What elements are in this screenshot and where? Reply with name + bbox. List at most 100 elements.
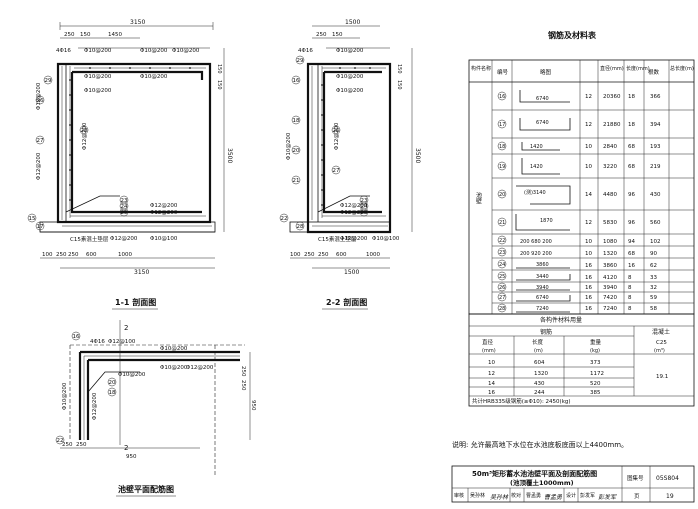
row-cnt: 8: [628, 285, 632, 291]
mark-circle: 24: [121, 204, 128, 210]
row-cnt: 68: [628, 251, 635, 257]
row-cnt: 96: [628, 220, 635, 226]
row-total: 394: [650, 122, 661, 128]
row-total: 32: [650, 285, 657, 291]
rebar-label: Φ10@200: [140, 48, 168, 54]
rebar-label: Φ12@200: [340, 203, 368, 209]
mark-circle: 18: [293, 118, 300, 124]
mark-circle: 27: [333, 168, 340, 174]
row-cnt: 68: [628, 164, 635, 170]
mark-circle: 15: [29, 216, 36, 222]
dim-right-small: 150: [216, 64, 222, 74]
rebar-label: Φ10@200: [140, 74, 168, 80]
row-no: 22: [499, 238, 505, 244]
row-sketch: 7240: [536, 306, 549, 312]
rebar-material-table: 钢筋及材料表 构件名称 编号 略图 直径(mm) 长度(mm) 根数 总长度(m…: [468, 30, 695, 407]
summary-wt: 373: [590, 360, 601, 366]
row-no: 19: [499, 164, 505, 170]
row-cnt: 8: [628, 275, 632, 281]
row-len: 1080: [603, 239, 617, 245]
sig-name: 彭发军: [580, 492, 595, 499]
row-len: 20360: [603, 94, 621, 100]
row-total: 430: [650, 192, 661, 198]
row-sketch: 200 680 200: [520, 239, 552, 245]
dim-bottom: 250: [76, 442, 87, 448]
rebar-label: Φ12@200: [334, 122, 340, 150]
rebar-label: Φ10@200: [160, 365, 188, 371]
dim-bottom: 600: [86, 252, 97, 258]
row-total: 366: [650, 94, 661, 100]
dim-bottom: 600: [336, 252, 347, 258]
row-cnt: 68: [628, 144, 635, 150]
rebar-label: Φ10@200: [336, 88, 364, 94]
row-dia: 12: [585, 94, 592, 100]
dim-bottom: 250: [304, 252, 315, 258]
sub-header: 重量: [590, 338, 602, 346]
concrete-label: C15素混土垫层: [318, 235, 357, 243]
concrete-grade: C25: [656, 340, 667, 346]
row-sketch: 1420: [530, 144, 543, 150]
group-label: 池壁: [475, 191, 482, 204]
row-sketch: 3860: [536, 262, 549, 268]
row-len: 5830: [603, 220, 617, 226]
dim-right-small: 150: [396, 80, 402, 90]
rebar-label: Φ12@200: [186, 365, 214, 371]
dim-bottom-total: 1500: [344, 269, 359, 276]
rebar-label: Φ10@200: [84, 74, 112, 80]
dim-right: 3500: [414, 148, 421, 163]
row-total: 219: [650, 164, 661, 170]
rebar-label: Φ10@200: [172, 48, 200, 54]
dim-top: 1500: [345, 19, 360, 26]
col-header: 长度(mm): [626, 65, 650, 72]
sub-unit: (kg): [590, 348, 600, 354]
summary-dia: 12: [488, 371, 495, 377]
row-sketch: (测)3140: [524, 189, 546, 196]
summary-len: 430: [534, 381, 545, 387]
rebar-label: Φ12@200: [36, 152, 42, 180]
signature-row: 审核 吴孙林 吴孙林 校对 曹孟勇 曹孟勇 设计 彭发军 彭发军: [454, 488, 617, 502]
mark-circle: 18: [109, 390, 116, 396]
dim-top: 150: [332, 32, 343, 38]
title-block: 50m³矩形蓄水池池壁平面及剖面配筋图 (池顶覆土1000mm) 图集号 05S…: [451, 465, 695, 503]
rebar-label: Φ12@200: [340, 236, 368, 242]
col-header: 略图: [540, 68, 552, 76]
mark-circle: 23: [121, 198, 128, 204]
plan-title: 池壁平面配筋图: [118, 484, 174, 494]
summary-dia: 14: [488, 381, 495, 387]
dim-bottom: 950: [126, 454, 137, 460]
row-no: 21: [499, 220, 505, 226]
section-1-1: 3150 250 150 1450 4Φ16 Φ10@200 Φ10@200: [27, 19, 233, 310]
sig-name: 曹孟勇: [526, 492, 541, 499]
row-dia: 10: [585, 251, 592, 257]
concrete-header: 混凝土: [652, 328, 670, 336]
summary-wt: 520: [590, 381, 601, 387]
mark-circle: 29: [297, 58, 304, 64]
rebar-label: Φ10@200: [286, 132, 292, 160]
dim-bottom-total: 3150: [134, 269, 149, 276]
row-no: 25: [499, 274, 505, 280]
row-sketch: 6740: [536, 120, 549, 126]
rebar-label: Φ12@200: [340, 210, 368, 216]
row-no: 16: [499, 94, 505, 100]
row-cnt: 18: [628, 122, 635, 128]
sig-label: 设计: [566, 492, 576, 499]
col-header: 根数: [648, 68, 660, 76]
row-dia: 12: [585, 122, 592, 128]
row-dia: 16: [585, 263, 592, 269]
mark-circle: 25: [361, 210, 368, 216]
row-len: 1320: [603, 251, 617, 257]
rebar-label: Φ10@200: [84, 88, 112, 94]
row-total: 62: [650, 263, 657, 269]
drawing-subtitle: (池顶覆土1000mm): [510, 478, 574, 487]
rebar-label: Φ10@200: [62, 382, 68, 410]
mark-circle: 25: [121, 210, 128, 216]
dim-top: 250: [316, 32, 327, 38]
summary-dia: 16: [488, 390, 495, 396]
dim-bottom: 250: [68, 252, 79, 258]
signature: 彭发军: [598, 493, 617, 501]
set-label: 图集号: [627, 474, 644, 482]
plan-view: 2 2 4Φ16 Φ12@100 Φ10@200 Φ10@200 Φ12@200…: [55, 320, 256, 497]
row-len: 3860: [603, 263, 617, 269]
row-cnt: 96: [628, 192, 635, 198]
row-cnt: 8: [628, 295, 632, 301]
